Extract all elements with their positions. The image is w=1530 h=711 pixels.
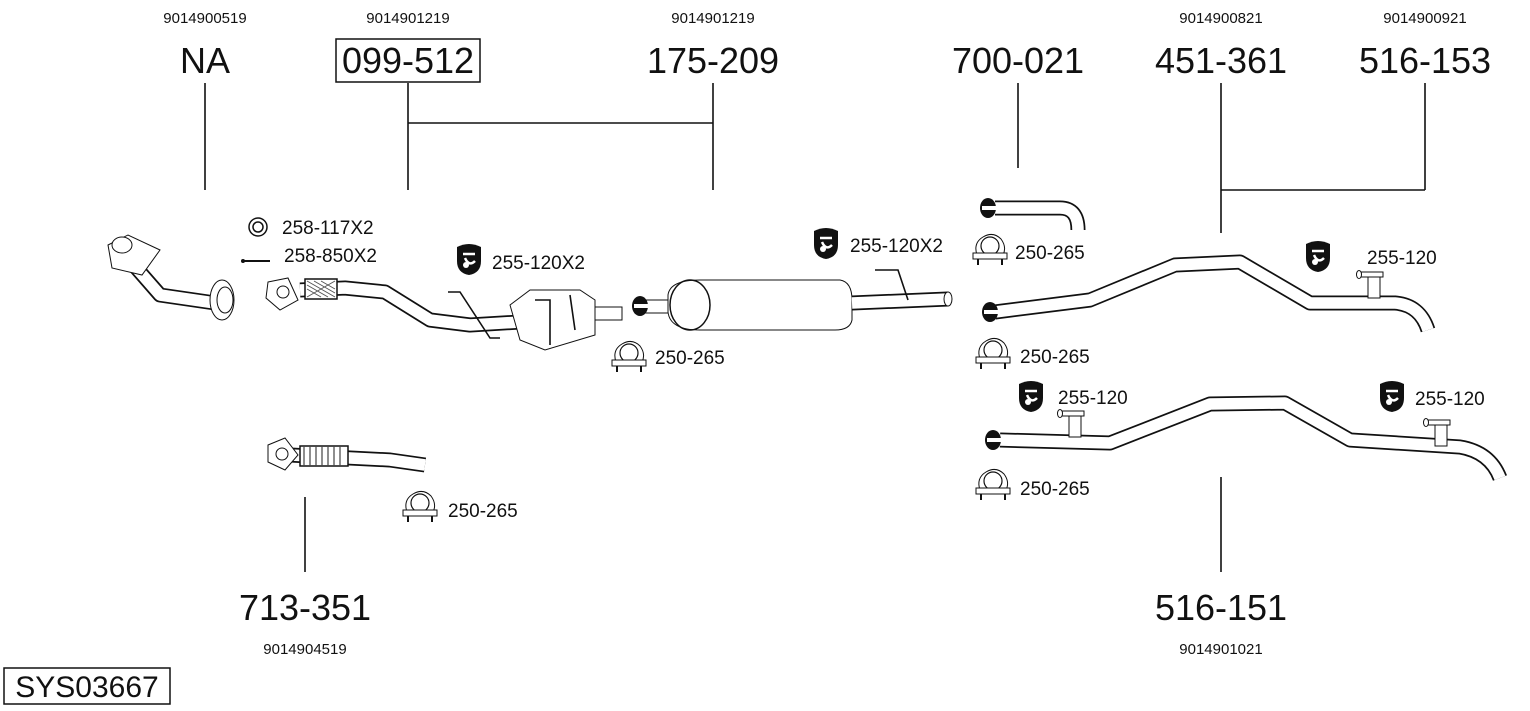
accessory-label: 255-120: [1415, 389, 1485, 410]
part-number[interactable]: 516-153: [1359, 40, 1491, 81]
accessory-mount-255-120[interactable]: 255-120: [1378, 379, 1485, 414]
accessory-mount-255-120x2[interactable]: 255-120X2: [455, 242, 585, 277]
part-number[interactable]: 516-151: [1155, 587, 1287, 628]
bolt-icon: [241, 259, 270, 263]
pipe-451-361-drawing[interactable]: [982, 254, 1436, 333]
accessory-clamp-250-265[interactable]: 250-265: [611, 340, 725, 373]
part-code: 9014904519: [263, 641, 346, 658]
accessory-mount-255-120x2[interactable]: 255-120X2: [812, 226, 943, 261]
accessory-mount-255-120[interactable]: 255-120: [1017, 379, 1128, 414]
part-code: 9014901219: [671, 10, 754, 27]
accessory-label: 255-120: [1367, 248, 1437, 269]
part-number[interactable]: NA: [180, 40, 230, 81]
accessory-gasket-258-117[interactable]: 258-117X2: [248, 217, 374, 239]
part-number[interactable]: 451-361: [1155, 40, 1287, 81]
part-code: 9014901219: [366, 10, 449, 27]
accessory-label: 255-120X2: [850, 236, 943, 257]
accessory-label: 258-850X2: [284, 246, 377, 267]
clamp-icon: [975, 337, 1011, 370]
accessory-label: 258-117X2: [282, 218, 374, 239]
clamp-icon: [611, 340, 647, 373]
part-group-516-153[interactable]: 9014900921 516-153: [1359, 10, 1491, 190]
highlight-box: [335, 38, 481, 83]
middle-silencer-175-209-drawing[interactable]: [632, 269, 953, 331]
part-group-700-021[interactable]: 700-021: [952, 40, 1084, 168]
part-group-451-361[interactable]: 9014900821 451-361: [1155, 10, 1287, 233]
front-pipe-099-512-drawing[interactable]: [265, 277, 623, 351]
clamp-icon: [402, 490, 438, 523]
front-pipe-na-drawing[interactable]: [107, 234, 235, 321]
clamp-icon: [975, 468, 1011, 501]
rubber-mount-icon: [1304, 239, 1332, 274]
clamp-icon: [972, 233, 1008, 266]
rubber-mount-icon: [812, 226, 840, 261]
accessory-clamp-250-265[interactable]: 250-265: [402, 490, 518, 523]
accessory-bolt-258-850[interactable]: 258-850X2: [241, 246, 377, 267]
part-code: 9014901021: [1179, 641, 1262, 658]
accessory-clamp-250-265[interactable]: 250-265: [975, 337, 1090, 370]
part-number[interactable]: 099-512: [342, 40, 474, 81]
rubber-mount-icon: [1378, 379, 1406, 414]
accessory-clamp-250-265[interactable]: 250-265: [975, 468, 1090, 501]
accessory-label: 250-265: [1020, 479, 1090, 500]
part-code: 9014900921: [1383, 10, 1466, 27]
part-group-516-151[interactable]: 516-151 9014901021: [1155, 477, 1287, 658]
accessory-label: 255-120: [1058, 388, 1128, 409]
accessory-label: 250-265: [1020, 347, 1090, 368]
part-number[interactable]: 713-351: [239, 587, 371, 628]
part-code: 9014900821: [1179, 10, 1262, 27]
accessory-clamp-250-265[interactable]: 250-265: [972, 233, 1085, 266]
accessory-label: 250-265: [1015, 243, 1085, 264]
accessory-label: 255-120X2: [492, 253, 585, 274]
part-group-099-512[interactable]: 9014901219 099-512: [335, 10, 481, 190]
part-number[interactable]: 700-021: [952, 40, 1084, 81]
accessory-mount-255-120[interactable]: 255-120: [1304, 239, 1437, 274]
part-number[interactable]: 175-209: [647, 40, 779, 81]
rubber-mount-icon: [455, 242, 483, 277]
diagram-id-badge: SYS03667: [3, 667, 171, 705]
accessory-label: 250-265: [448, 501, 518, 522]
pipe-516-151-drawing[interactable]: [985, 395, 1507, 482]
part-code: 9014900519: [163, 10, 246, 27]
part-group-175-209[interactable]: 9014901219 175-209: [647, 10, 779, 190]
accessory-label: 250-265: [655, 348, 725, 369]
part-group-na[interactable]: 9014900519 NA: [163, 10, 247, 190]
part-group-713-351[interactable]: 713-351 9014904519: [239, 497, 371, 658]
diagram-id: SYS03667: [15, 671, 158, 704]
pipe-713-351-drawing[interactable]: [267, 437, 427, 473]
pipe-700-021-drawing[interactable]: [980, 198, 1086, 231]
rubber-mount-icon: [1017, 379, 1045, 414]
gasket-ring-icon: [248, 217, 268, 237]
